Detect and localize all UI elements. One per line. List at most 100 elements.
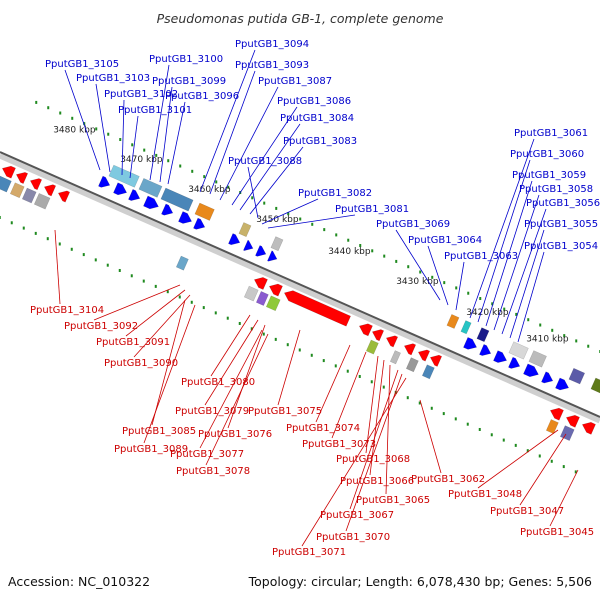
reverse-gene-label: PputGB1_3048 bbox=[448, 489, 522, 500]
forward-gene-arrow bbox=[523, 363, 539, 377]
reverse-label-leader bbox=[331, 351, 367, 439]
tick-dot bbox=[515, 312, 518, 316]
tick-dot bbox=[335, 233, 338, 237]
tick-dot bbox=[22, 226, 25, 230]
forward-gene-arrow bbox=[143, 195, 159, 210]
tick-dot bbox=[251, 196, 254, 200]
forward-gene-label: PputGB1_3061 bbox=[514, 128, 588, 139]
tick-dot bbox=[406, 396, 409, 400]
forward-gene-label: PputGB1_3081 bbox=[335, 204, 409, 215]
forward-label-leader bbox=[247, 166, 259, 219]
tick-dot bbox=[443, 281, 446, 285]
tick-dot bbox=[455, 286, 458, 290]
forward-label-leader bbox=[517, 251, 545, 343]
gene-block bbox=[559, 425, 575, 441]
tick-dot bbox=[382, 385, 385, 389]
gene-block bbox=[476, 327, 490, 343]
reverse-gene-label: PputGB1_3047 bbox=[490, 506, 564, 517]
reverse-label-leader bbox=[199, 329, 263, 449]
forward-gene-label: PputGB1_3099 bbox=[152, 76, 226, 87]
forward-gene-label: PputGB1_3084 bbox=[280, 113, 354, 124]
reverse-label-leader bbox=[477, 429, 559, 489]
reverse-label-leader bbox=[301, 377, 407, 547]
gene-block bbox=[138, 177, 163, 198]
forward-gene-label: PputGB1_3101 bbox=[118, 105, 192, 116]
forward-label-leader bbox=[501, 208, 547, 335]
reverse-gene-label: PputGB1_3065 bbox=[356, 495, 430, 506]
tick-dot bbox=[190, 300, 193, 304]
reverse-gene-arrow bbox=[283, 290, 351, 327]
forward-gene-arrow bbox=[493, 350, 508, 363]
forward-gene-label: PputGB1_3063 bbox=[444, 251, 518, 262]
reverse-gene-label: PputGB1_3073 bbox=[302, 439, 376, 450]
forward-gene-label: PputGB1_3064 bbox=[408, 235, 482, 246]
reverse-gene-label: PputGB1_3066 bbox=[340, 476, 414, 487]
tick-dot bbox=[502, 438, 505, 442]
reverse-gene-arrow bbox=[29, 178, 43, 191]
reverse-gene-label: PputGB1_3092 bbox=[64, 321, 138, 332]
forward-label-leader bbox=[159, 86, 173, 183]
tick-dot bbox=[10, 221, 13, 225]
reverse-label-leader bbox=[365, 355, 379, 454]
forward-label-leader bbox=[167, 101, 186, 185]
gene-block bbox=[545, 419, 559, 434]
tick-dot bbox=[478, 427, 481, 431]
reverse-label-leader bbox=[205, 333, 269, 466]
tick-dot bbox=[467, 291, 470, 295]
forward-label-leader bbox=[509, 229, 545, 339]
tick-dot bbox=[442, 412, 445, 416]
gene-block bbox=[160, 187, 194, 212]
forward-label-leader bbox=[485, 180, 533, 327]
reverse-label-leader bbox=[519, 433, 567, 506]
gene-block bbox=[508, 341, 529, 360]
tick-dot bbox=[514, 443, 517, 447]
tick-dot bbox=[334, 364, 337, 368]
tick-dot bbox=[94, 258, 97, 262]
tick-dot bbox=[34, 231, 37, 235]
tick-dot bbox=[491, 302, 494, 306]
accession-text: Accession: NC_010322 bbox=[8, 574, 150, 589]
forward-gene-arrow bbox=[161, 203, 174, 216]
tick-dot bbox=[0, 215, 1, 219]
map-title: Pseudomonas putida GB-1, complete genome bbox=[157, 11, 444, 26]
forward-gene-label: PputGB1_3087 bbox=[258, 76, 332, 87]
reverse-gene-label: PputGB1_3070 bbox=[316, 532, 390, 543]
forward-gene-arrow bbox=[463, 336, 478, 350]
tick-dot bbox=[142, 279, 145, 283]
forward-gene-label: PputGB1_3086 bbox=[277, 96, 351, 107]
tick-dot bbox=[358, 374, 361, 378]
forward-gene-label: PputGB1_3060 bbox=[510, 149, 584, 160]
tick-dot bbox=[178, 295, 181, 299]
reverse-gene-arrow bbox=[371, 329, 385, 342]
tick-dot bbox=[395, 259, 398, 263]
forward-gene-label: PputGB1_3069 bbox=[376, 219, 450, 230]
tick-dot bbox=[479, 297, 482, 301]
reverse-gene-label: PputGB1_3074 bbox=[286, 423, 360, 434]
tick-dot bbox=[551, 328, 554, 332]
tick-dot bbox=[539, 323, 542, 327]
reverse-gene-label: PputGB1_3085 bbox=[122, 426, 196, 437]
tick-marks bbox=[0, 100, 600, 474]
gene-block bbox=[568, 367, 586, 385]
reverse-gene-label: PputGB1_3076 bbox=[198, 429, 272, 440]
tick-dot bbox=[347, 238, 350, 242]
tick-dot bbox=[130, 274, 133, 278]
forward-gene-label: PputGB1_3055 bbox=[524, 219, 598, 230]
forward-gene-arrow bbox=[508, 356, 521, 369]
gene-block bbox=[21, 187, 37, 204]
genome-backbone bbox=[0, 151, 600, 424]
reverse-label-leader bbox=[93, 284, 181, 321]
reverse-gene-arrow bbox=[57, 190, 71, 203]
forward-gene-arrow bbox=[267, 250, 278, 262]
kbp-label: 3450 kbp bbox=[256, 215, 299, 225]
kbp-label: 3410 kbp bbox=[526, 334, 569, 344]
forward-gene-label: PputGB1_3096 bbox=[165, 91, 239, 102]
tick-dot bbox=[226, 316, 229, 320]
gene-block bbox=[365, 339, 379, 355]
tick-dot bbox=[371, 249, 374, 253]
tick-dot bbox=[166, 290, 169, 294]
tick-dot bbox=[154, 284, 157, 288]
tick-dot bbox=[106, 263, 109, 267]
reverse-gene-label: PputGB1_3089 bbox=[114, 444, 188, 455]
gene-block bbox=[194, 202, 215, 221]
